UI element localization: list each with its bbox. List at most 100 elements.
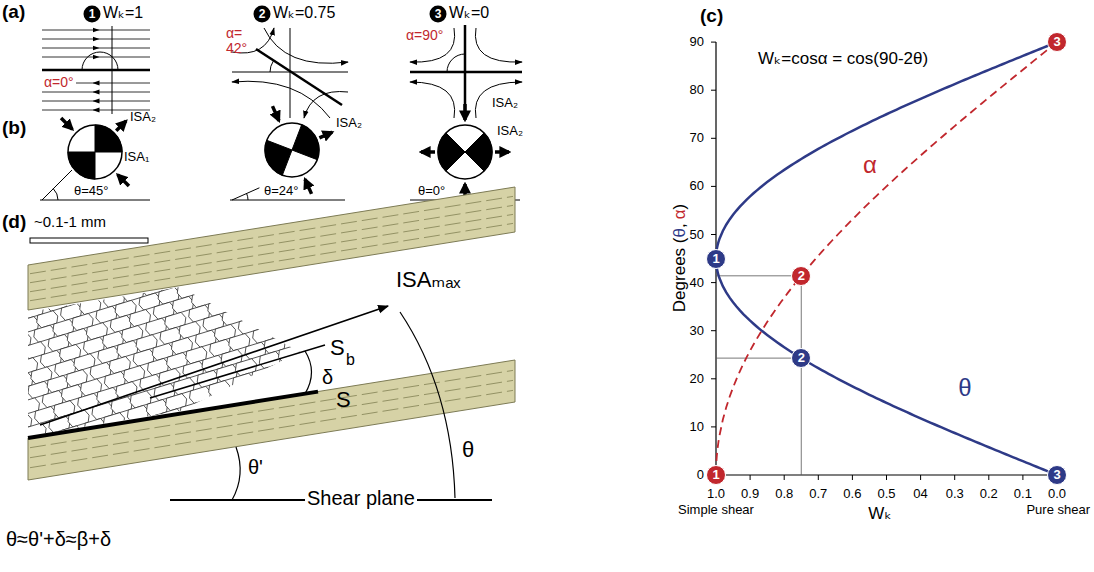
grain — [162, 230, 187, 249]
grain — [126, 268, 151, 287]
grain — [244, 423, 269, 442]
panel-letter: (c) — [700, 6, 723, 27]
grain — [232, 195, 257, 214]
grain — [238, 479, 263, 498]
grain — [405, 428, 430, 447]
grain — [263, 294, 288, 313]
grain — [53, 481, 78, 500]
curve-label: θ — [958, 375, 971, 401]
grain — [369, 344, 394, 363]
grain — [342, 365, 367, 384]
y-tick — [711, 138, 716, 139]
grain — [295, 257, 320, 276]
subscript: b — [346, 351, 355, 369]
grain — [188, 385, 213, 404]
axis-label: θ=45° — [74, 184, 108, 198]
theta-curve — [716, 42, 1057, 475]
grain — [386, 352, 411, 371]
grain — [348, 228, 373, 247]
grain — [363, 318, 388, 337]
grain — [102, 493, 127, 512]
grain — [361, 278, 386, 297]
grain — [29, 502, 54, 521]
point-marker: 3 — [1047, 465, 1067, 485]
axis-title-part: Degrees ( — [670, 238, 689, 313]
grain — [176, 239, 201, 258]
grain — [286, 328, 311, 347]
grain — [262, 213, 287, 232]
grain — [300, 460, 325, 479]
grain — [146, 221, 171, 240]
grain — [351, 431, 376, 450]
grain — [108, 437, 133, 456]
isa-arrow — [116, 121, 126, 131]
fabric-label: ISAₘₐₓ — [396, 268, 461, 292]
grain — [52, 277, 77, 296]
grain — [189, 208, 214, 227]
flow-line — [42, 101, 150, 102]
grain — [265, 457, 290, 476]
angle-label: Shear plane — [305, 487, 417, 509]
grain — [3, 469, 28, 488]
quadrant-wedge — [292, 125, 319, 160]
grain — [355, 334, 380, 353]
grain — [0, 378, 16, 397]
grain — [283, 370, 308, 389]
grain — [224, 211, 249, 230]
grain — [65, 246, 90, 265]
grain — [228, 414, 253, 433]
grain — [289, 314, 314, 333]
grain — [46, 456, 71, 475]
grain — [0, 444, 21, 463]
grain — [305, 322, 330, 341]
axis-label: ISA₂ — [336, 116, 362, 130]
grain — [245, 382, 270, 401]
flow-line — [42, 57, 150, 58]
sb-line — [150, 345, 325, 398]
grain — [146, 439, 171, 458]
grain — [153, 464, 178, 483]
tick-label: Simple shear — [678, 503, 754, 517]
grain — [182, 442, 207, 461]
grain — [209, 420, 234, 439]
point-marker: 1 — [706, 249, 726, 269]
grain — [257, 351, 282, 370]
grain — [226, 251, 251, 270]
axis-title: Degrees (θ,α) — [671, 204, 690, 312]
angle-arc — [247, 194, 248, 201]
foliation-line — [30, 214, 513, 291]
grain — [119, 243, 144, 262]
grain — [256, 310, 281, 329]
grain — [0, 459, 16, 478]
grain — [195, 492, 220, 511]
axis-title-part: ) — [670, 204, 689, 210]
grain-aggregate — [0, 166, 433, 566]
grain — [207, 380, 232, 399]
grain — [231, 236, 256, 255]
grain — [317, 210, 342, 229]
angle-label: α=0° — [42, 75, 76, 90]
isa-arrow — [495, 150, 509, 154]
grain — [188, 467, 213, 486]
grain — [126, 486, 151, 505]
grain — [151, 424, 176, 443]
grain — [0, 419, 15, 438]
grain — [2, 388, 27, 407]
grain — [207, 257, 232, 276]
grain — [181, 224, 206, 243]
grain — [83, 499, 108, 518]
grain — [70, 449, 95, 468]
grain — [194, 411, 219, 430]
grain — [356, 416, 381, 435]
grain — [362, 359, 387, 378]
grain — [73, 434, 98, 453]
grain — [292, 272, 317, 291]
grain — [133, 511, 158, 530]
grain — [203, 476, 228, 495]
grain — [245, 245, 270, 264]
x-tick — [818, 475, 819, 480]
angle-arc — [400, 312, 455, 498]
grain — [17, 478, 42, 497]
grain — [97, 427, 122, 446]
